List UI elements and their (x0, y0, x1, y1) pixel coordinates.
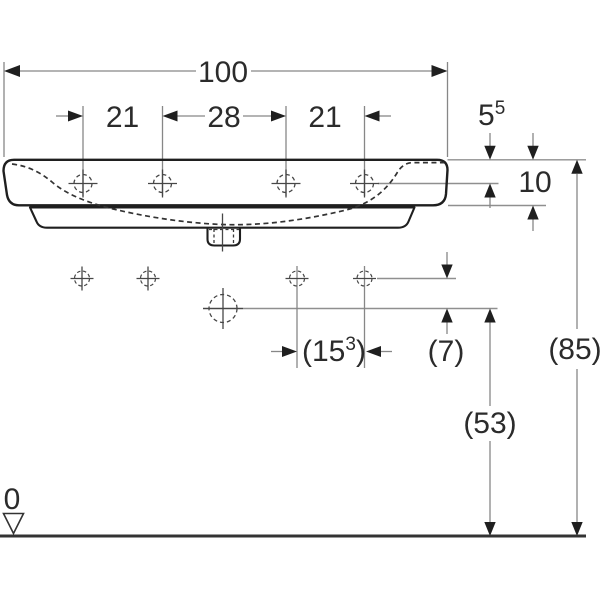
datum-triangle-icon (2, 512, 25, 536)
bowl-hidden-profile (11, 161, 444, 226)
fixing-hole-1-crosshair (70, 266, 94, 291)
arrow-up-icon (527, 205, 539, 220)
tap-hole-3-crosshair (271, 169, 301, 198)
tap-spacing-left-label: 21 (106, 101, 139, 134)
arrow-right-icon (271, 110, 286, 122)
arrow-left-icon (364, 110, 380, 122)
basin-base-step (28, 206, 416, 229)
arrow-left-icon (4, 65, 20, 77)
drain-outlet (206, 228, 242, 247)
arrow-down-icon (441, 264, 453, 279)
trap-connection-crosshair (203, 288, 243, 329)
fixing-hole-3-crosshair (285, 270, 309, 287)
dimension-arrows (4, 65, 583, 536)
arrow-left-icon (366, 346, 381, 357)
tap-hole-2-crosshair (148, 169, 177, 198)
hole-row-offset-label: (7) (428, 335, 465, 368)
dimension-labels: 100 21 28 21 55 10 (153) (7) (53) (85) 0 (4, 56, 600, 516)
tap-hole-crosshairs (68, 169, 379, 198)
datum-level-label: 0 (4, 483, 21, 516)
arrow-up-icon (571, 159, 583, 174)
rim-height-label: (85) (548, 333, 600, 366)
arrow-up-icon (484, 183, 496, 198)
fixing-hole-crosshairs (70, 266, 376, 329)
tap-spacing-center-label: 28 (207, 101, 240, 134)
fixing-hole-4-crosshair (353, 270, 376, 287)
tap-spacing-right-label: 21 (308, 101, 341, 134)
rim-to-taphole-label: 55 (478, 98, 505, 132)
basin-body (2, 158, 449, 207)
arrow-down-icon (571, 522, 583, 536)
overall-width-label: 100 (198, 56, 248, 89)
washbasin-outline (2, 158, 449, 252)
tap-hole-4-crosshair (350, 169, 379, 198)
arrow-down-icon (484, 522, 496, 536)
arrow-right-icon (431, 65, 448, 77)
dimension-lines (3, 62, 586, 523)
outlet-offset-label: (153) (302, 334, 366, 368)
tap-hole-1-crosshair (68, 169, 98, 198)
front-apron-height-label: 10 (518, 166, 551, 199)
arrow-up-icon (441, 308, 453, 323)
arrow-left-icon (162, 110, 178, 122)
arrow-right-icon (68, 110, 83, 122)
fixing-hole-2-crosshair (136, 266, 160, 291)
outlet-height-label: (53) (463, 407, 516, 440)
floor-datum (0, 512, 586, 538)
arrow-down-icon (527, 145, 539, 160)
arrow-right-icon (282, 346, 297, 357)
arrow-up-icon (484, 308, 496, 323)
arrow-down-icon (484, 145, 496, 160)
